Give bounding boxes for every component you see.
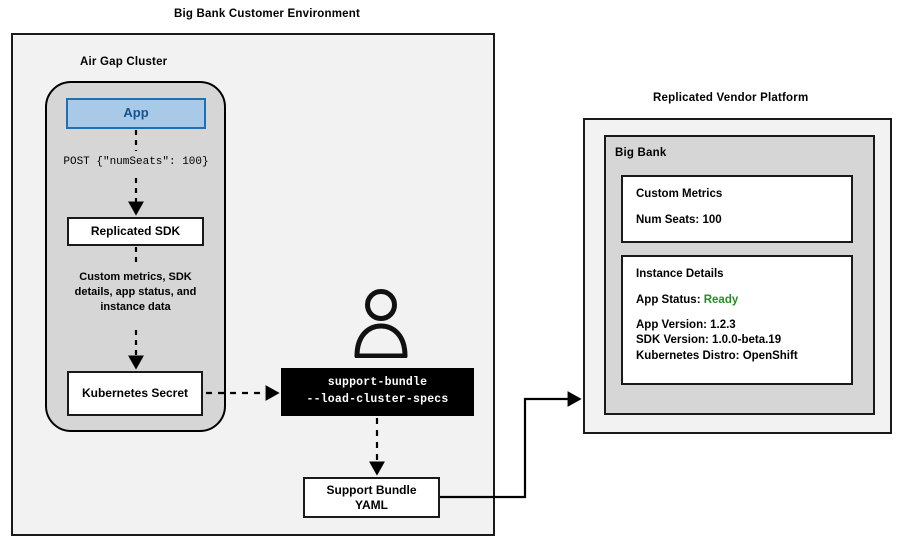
node-app-label: App bbox=[123, 105, 149, 121]
left-environment-title: Big Bank Customer Environment bbox=[174, 8, 360, 20]
person-icon bbox=[350, 288, 412, 359]
node-kubernetes-secret-label: Kubernetes Secret bbox=[81, 386, 189, 400]
card-instance-details: Instance Details App Status: Ready App V… bbox=[621, 255, 853, 385]
tenant-name-label: Big Bank bbox=[615, 147, 667, 159]
support-bundle-yaml-line-1: Support Bundle bbox=[326, 482, 417, 497]
spacer bbox=[636, 308, 838, 318]
air-gap-cluster-label: Air Gap Cluster bbox=[80, 56, 168, 68]
cli-command-line-2: --load-cluster-specs bbox=[306, 393, 449, 406]
app-status-value: Ready bbox=[703, 294, 739, 306]
edge-label-metrics: Custom metrics, SDK details, app status,… bbox=[74, 271, 197, 313]
instance-details-app-status: App Status: Ready bbox=[636, 293, 838, 308]
instance-details-app-version: App Version: 1.2.3 bbox=[636, 319, 736, 332]
cli-command-line-1: support-bundle bbox=[327, 376, 428, 390]
node-replicated-sdk-label: Replicated SDK bbox=[90, 224, 181, 238]
custom-metrics-title: Custom Metrics bbox=[636, 188, 723, 200]
custom-metrics-num-seats: Num Seats: 100 bbox=[636, 214, 722, 226]
instance-details-k8s-distro: Kubernetes Distro: OpenShift bbox=[636, 349, 798, 362]
node-support-bundle-yaml[interactable]: Support Bundle YAML bbox=[303, 477, 440, 518]
node-kubernetes-secret[interactable]: Kubernetes Secret bbox=[67, 371, 203, 416]
instance-details-sdk-version: SDK Version: 1.0.0-beta.19 bbox=[636, 334, 782, 347]
card-custom-metrics: Custom Metrics Num Seats: 100 bbox=[621, 175, 853, 243]
right-platform-title: Replicated Vendor Platform bbox=[653, 92, 809, 104]
node-support-bundle-command[interactable]: support-bundle --load-cluster-specs bbox=[281, 368, 474, 416]
instance-details-title: Instance Details bbox=[636, 268, 724, 280]
node-app[interactable]: App bbox=[66, 98, 206, 129]
node-replicated-sdk[interactable]: Replicated SDK bbox=[67, 217, 204, 246]
app-status-label: App Status: bbox=[636, 294, 701, 306]
support-bundle-yaml-line-2: YAML bbox=[355, 497, 388, 512]
edge-label-post: POST {"numSeats": 100} bbox=[63, 156, 209, 168]
